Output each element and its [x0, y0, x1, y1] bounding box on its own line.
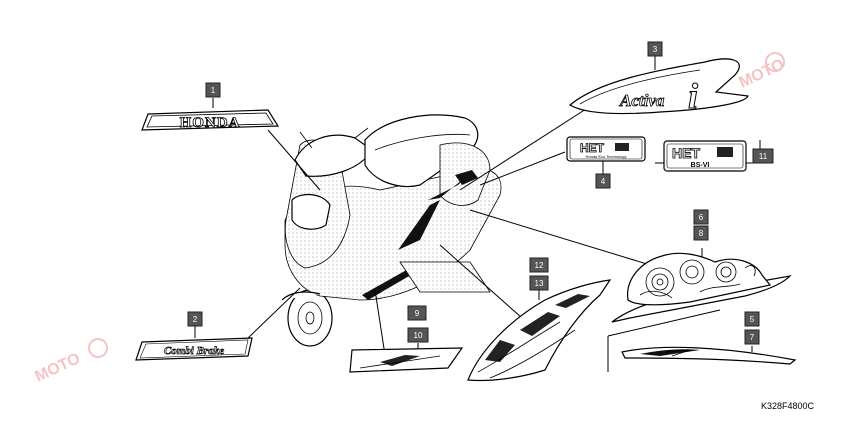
svg-text:HET: HET [580, 141, 605, 155]
svg-text:MOTO: MOTO [737, 56, 787, 92]
svg-text:13: 13 [535, 279, 544, 288]
callout-7: 7 [744, 329, 760, 345]
het-small-decal: HET Honda Eco Technology [566, 136, 646, 162]
svg-text:6: 6 [699, 213, 704, 222]
callout-11: 11 [752, 148, 774, 164]
svg-text:MOTO: MOTO [33, 350, 83, 386]
svg-text:HET: HET [672, 145, 700, 161]
callout-4: 4 [595, 173, 611, 189]
svg-text:5: 5 [750, 315, 755, 324]
callout-5: 5 [744, 311, 760, 327]
svg-text:8: 8 [699, 229, 704, 238]
swirl-decal [611, 252, 792, 323]
svg-text:BS-VI: BS-VI [691, 162, 710, 169]
diagram-code: K328F4800C [760, 401, 814, 411]
svg-text:Combi Brake: Combi Brake [164, 345, 224, 357]
svg-text:9: 9 [415, 309, 420, 318]
callout-9: 9 [407, 305, 427, 321]
svg-text:7: 7 [750, 333, 755, 342]
callout-1: 1 [205, 82, 221, 98]
callout-8: 8 [693, 225, 709, 241]
svg-text:1: 1 [211, 86, 216, 95]
het-large-decal: HET BS-VI [663, 140, 747, 172]
svg-text:3: 3 [653, 45, 658, 54]
watermark-top-right: MOTO [737, 52, 787, 92]
activa-i-decal: Activa i [568, 58, 749, 117]
svg-text:Activa: Activa [619, 91, 665, 110]
svg-text:12: 12 [535, 261, 544, 270]
callout-13: 13 [529, 275, 549, 291]
callout-2: 2 [187, 311, 203, 327]
callout-3: 3 [647, 41, 663, 57]
combi-brake-decal: Combi Brake [135, 337, 253, 361]
svg-text:10: 10 [414, 331, 423, 340]
callout-10: 10 [407, 327, 429, 343]
watermark-bottom-left: MOTO [33, 338, 108, 386]
leader-lines [194, 56, 761, 372]
stripe-decal [621, 346, 797, 365]
svg-text:4: 4 [601, 177, 606, 186]
callout-6: 6 [693, 209, 709, 225]
scooter-illustration [281, 114, 502, 347]
svg-text:Honda Eco Technology: Honda Eco Technology [585, 154, 626, 159]
honda-decal: HONDA [141, 109, 280, 131]
body-cover-decal [467, 279, 612, 382]
side-decal [349, 347, 464, 373]
svg-text:2: 2 [193, 315, 198, 324]
svg-text:11: 11 [759, 152, 768, 161]
svg-text:HONDA: HONDA [180, 115, 241, 131]
callout-12: 12 [529, 257, 549, 273]
svg-text:i: i [688, 76, 698, 116]
